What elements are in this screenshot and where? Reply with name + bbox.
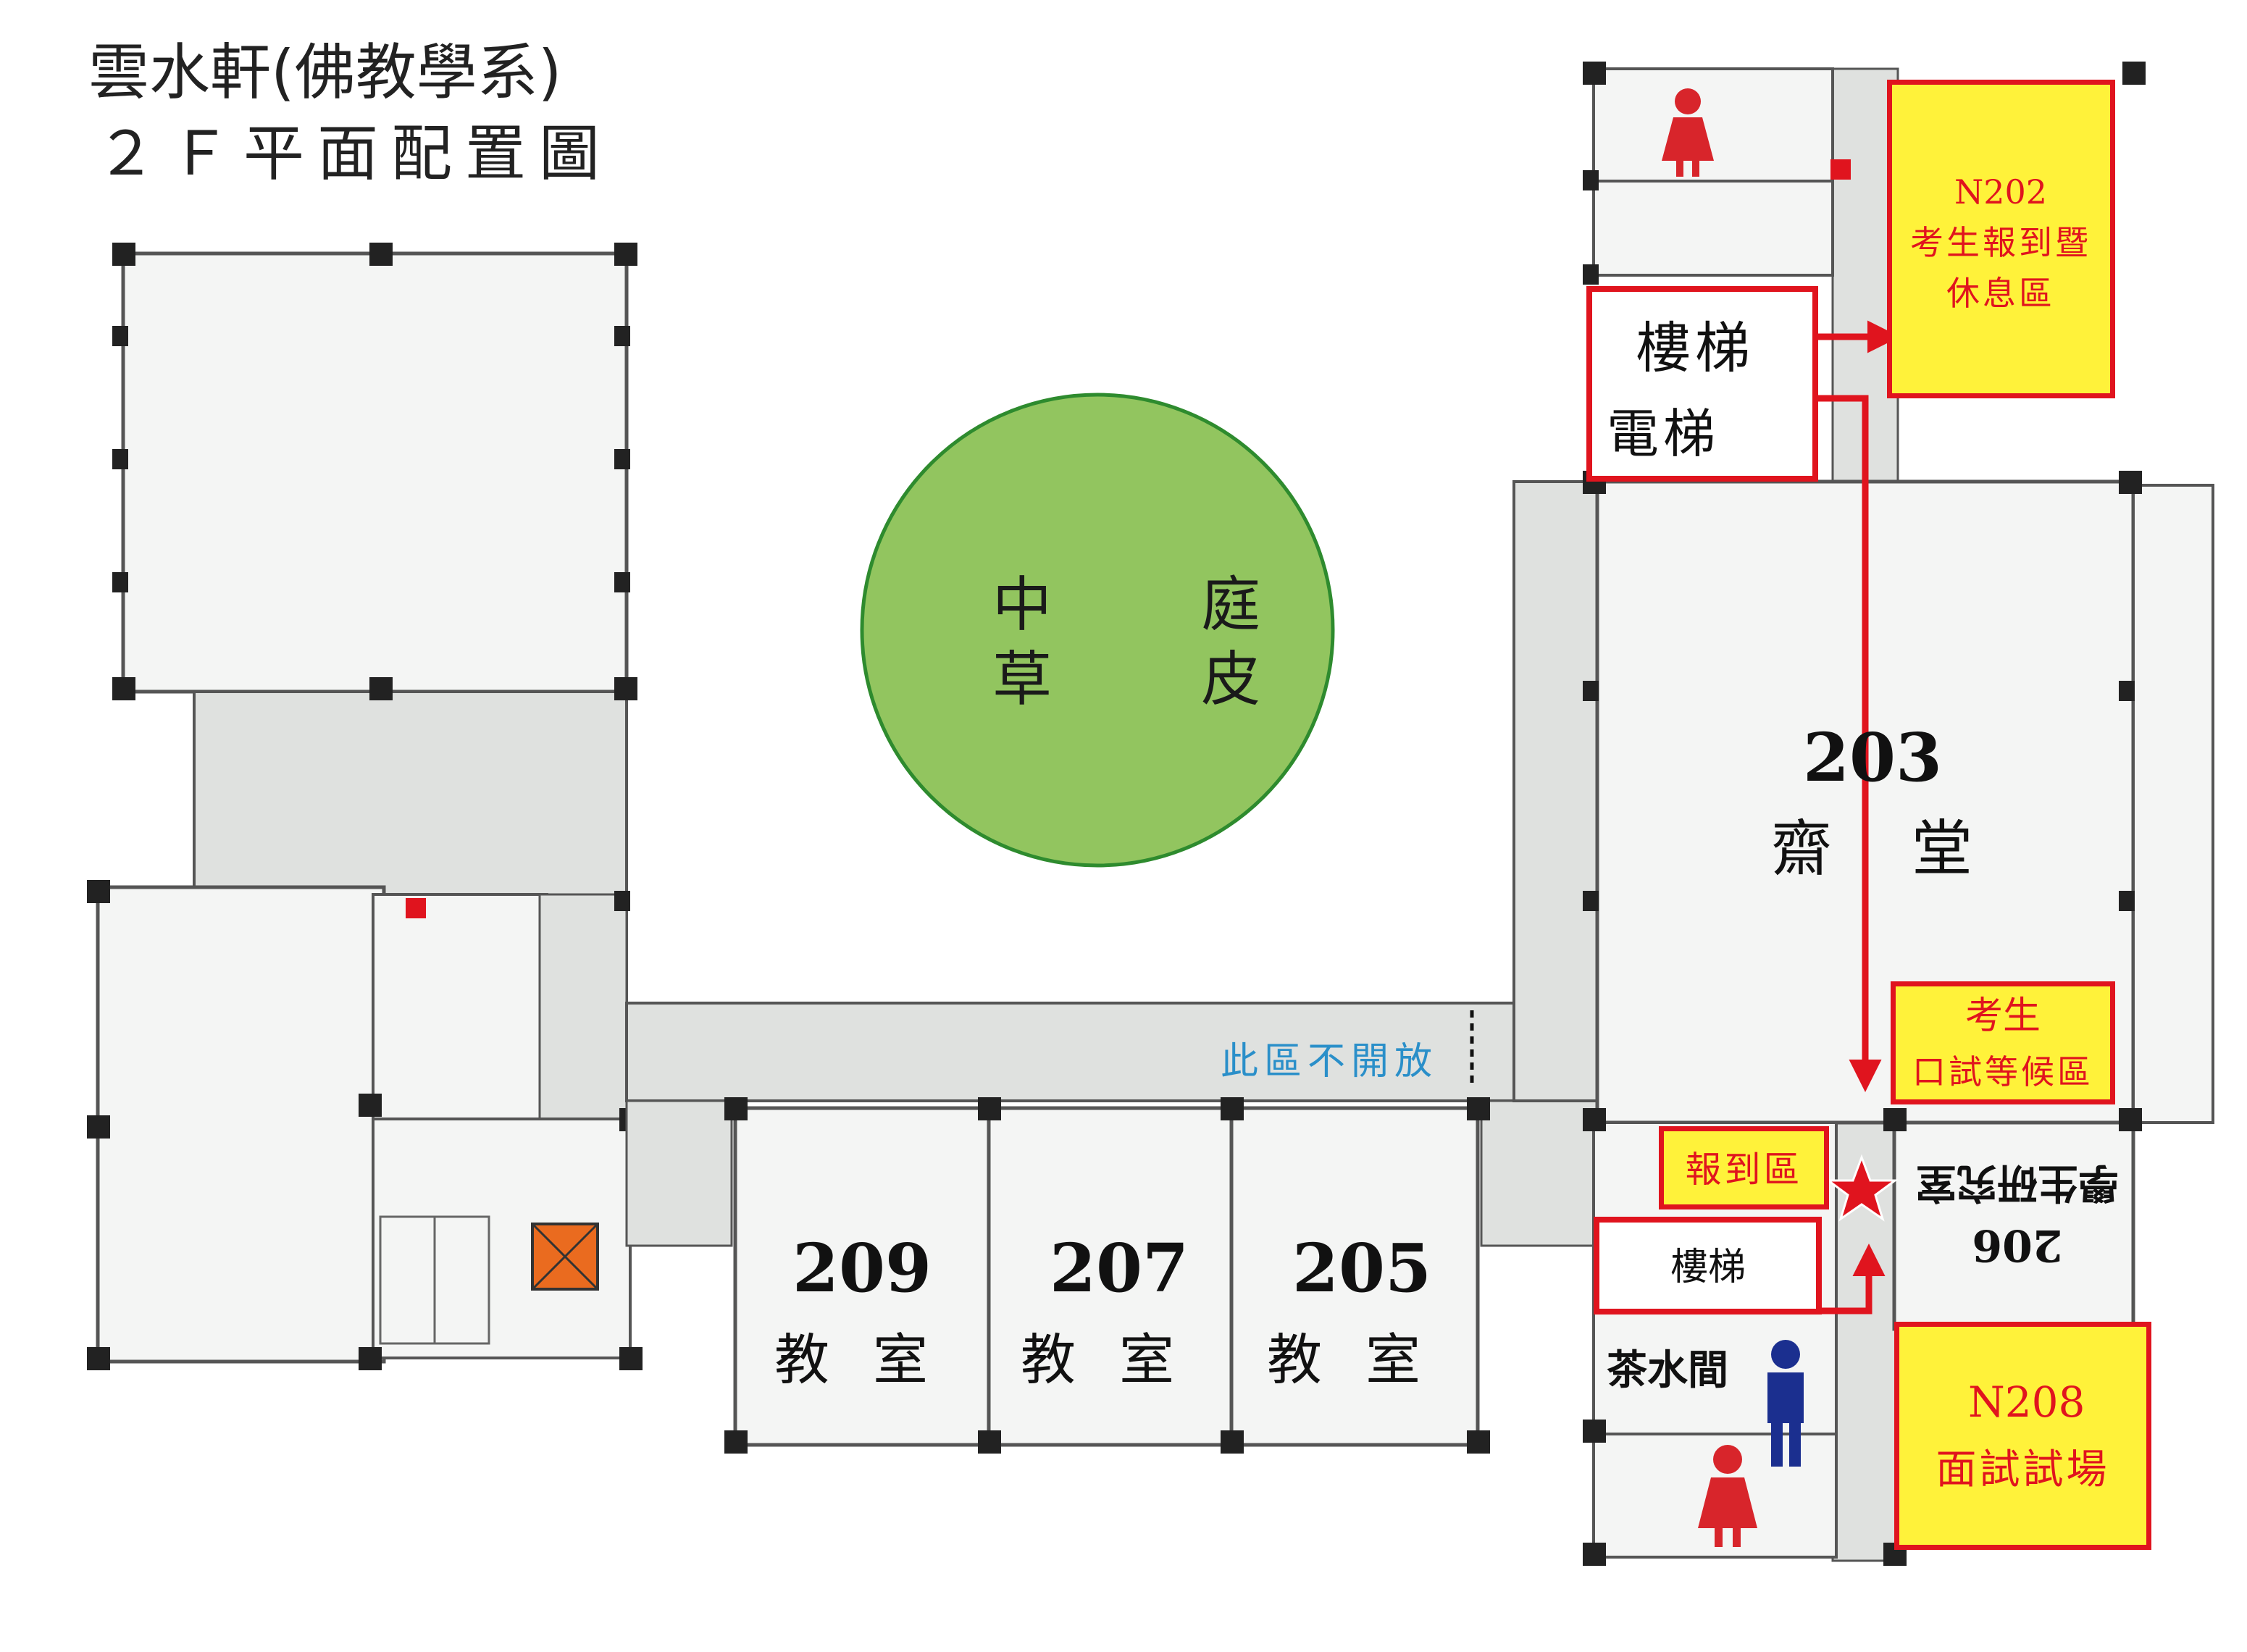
n208-line1: 面試試場 xyxy=(1936,1446,2110,1493)
room-203-annex xyxy=(2132,484,2214,1124)
route-arrow-up xyxy=(1822,1244,1886,1315)
restroom-top xyxy=(1592,67,1834,183)
left-lower-room xyxy=(96,885,386,1364)
room-209-number: 209 xyxy=(792,1229,932,1307)
checkin-box: 報到區 xyxy=(1659,1126,1829,1209)
room-205-number: 205 xyxy=(1292,1229,1432,1307)
room-203-name: 齋堂 xyxy=(1771,813,2053,884)
checkin-star-icon xyxy=(1825,1154,1899,1222)
room-top-second xyxy=(1592,180,1834,277)
left-upper-room xyxy=(121,251,629,694)
right-corridor-vertical xyxy=(1512,480,1602,1102)
left-wing xyxy=(87,243,689,1370)
n202-box: N202 考生報到暨 休息區 xyxy=(1887,80,2115,398)
page-title-line2: ２Ｆ平面配置圖 xyxy=(96,118,614,189)
room-206-number: 206 xyxy=(1972,1220,2063,1270)
room-205-name: 教室 xyxy=(1267,1328,1464,1392)
n208-code: N208 xyxy=(1968,1378,2085,1427)
room-206 xyxy=(1892,1120,2135,1331)
courtyard-label-line1: 中 庭 xyxy=(992,571,1326,640)
tea-room-label: 茶水間 xyxy=(1607,1347,1728,1394)
room-206-label: 206 學生研究室 xyxy=(1905,1159,2130,1270)
n208-box: N208 面試試場 xyxy=(1894,1322,2151,1550)
room-207 xyxy=(987,1106,1234,1447)
left-stair-block xyxy=(372,893,548,1120)
extinguisher-icon-right xyxy=(1830,159,1851,180)
waiting-line1: 考生 xyxy=(1964,994,2041,1038)
extinguisher-icon-left xyxy=(406,898,426,918)
n202-line1: 考生報到暨 xyxy=(1910,223,2091,262)
female-restroom-icon-bottom xyxy=(1698,1445,1757,1547)
waiting-line2: 口試等候區 xyxy=(1912,1052,2093,1091)
stairs-lower-label: 樓梯 xyxy=(1670,1246,1746,1289)
n202-code: N202 xyxy=(1954,172,2048,211)
room-207-name: 教室 xyxy=(1021,1328,1218,1392)
room-209 xyxy=(733,1106,991,1447)
courtyard-label-line2: 草 皮 xyxy=(992,645,1326,714)
stairs-label: 樓梯 xyxy=(1636,316,1754,380)
middle-lower-corridor xyxy=(625,1099,733,1247)
female-restroom-icon-top xyxy=(1662,88,1714,177)
checkin-label: 報到區 xyxy=(1685,1149,1803,1191)
left-lower-corridor xyxy=(538,893,628,1120)
room-209-name: 教室 xyxy=(774,1328,971,1392)
male-restroom-icon xyxy=(1767,1340,1804,1467)
courtyard-lawn xyxy=(860,393,1335,868)
room-205 xyxy=(1229,1106,1480,1447)
route-arrow-down xyxy=(1818,395,1882,1092)
room-203-number: 203 xyxy=(1802,718,1943,797)
page-title-line1: 雲水軒(佛教學系) xyxy=(88,37,562,108)
n202-line2: 休息區 xyxy=(1946,274,2055,313)
waiting-area-box: 考生 口試等候區 xyxy=(1891,981,2115,1104)
stairs-lower-box: 樓梯 xyxy=(1594,1217,1822,1315)
room-207-number: 207 xyxy=(1049,1229,1189,1307)
closed-area-label: 此區不開放 xyxy=(1220,1040,1438,1083)
stairs-elevator-box: 樓梯 電梯 xyxy=(1586,286,1818,482)
elevator-label: 電梯 xyxy=(1607,403,1720,464)
room-206-name: 學生研究室 xyxy=(1916,1159,2119,1207)
